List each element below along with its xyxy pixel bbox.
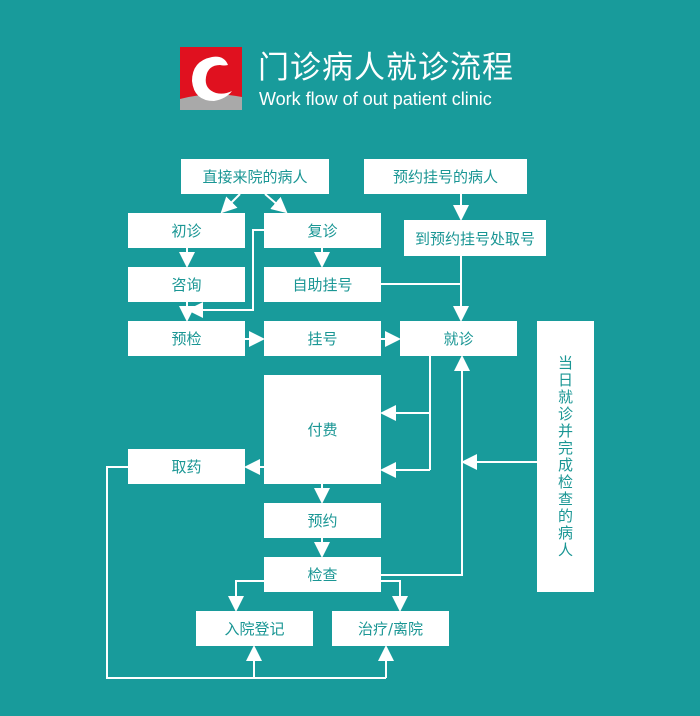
node-same-day: 当日就诊并完成检查的病人 (537, 321, 594, 592)
arrow (264, 193, 288, 214)
node-pay: 付费 (264, 375, 381, 484)
node-precheck: 预检 (128, 321, 245, 356)
hospital-logo-icon (180, 47, 242, 110)
arrow (228, 580, 264, 612)
node-consult: 咨询 (128, 267, 245, 302)
node-first-visit: 初诊 (128, 213, 245, 248)
node-treat: 治疗/离院 (332, 611, 449, 646)
node-visit: 就诊 (400, 321, 517, 356)
node-admission: 入院登记 (196, 611, 313, 646)
arrow (381, 580, 408, 612)
line (106, 466, 386, 679)
node-direct: 直接来院的病人 (181, 159, 329, 194)
node-book: 预约 (264, 503, 381, 538)
node-medicine: 取药 (128, 449, 245, 484)
page-title: 门诊病人就诊流程 (258, 50, 514, 86)
node-return-visit: 复诊 (264, 213, 381, 248)
node-register: 挂号 (264, 321, 381, 356)
node-pickup: 到预约挂号处取号 (404, 220, 546, 256)
node-appointment: 预约挂号的病人 (364, 159, 527, 194)
arrow (381, 355, 470, 576)
node-exam: 检查 (264, 557, 381, 592)
arrow (220, 193, 241, 214)
node-self-register: 自助挂号 (264, 267, 381, 302)
page-subtitle: Work flow of out patient clinic (259, 89, 492, 109)
arrow (187, 229, 264, 318)
